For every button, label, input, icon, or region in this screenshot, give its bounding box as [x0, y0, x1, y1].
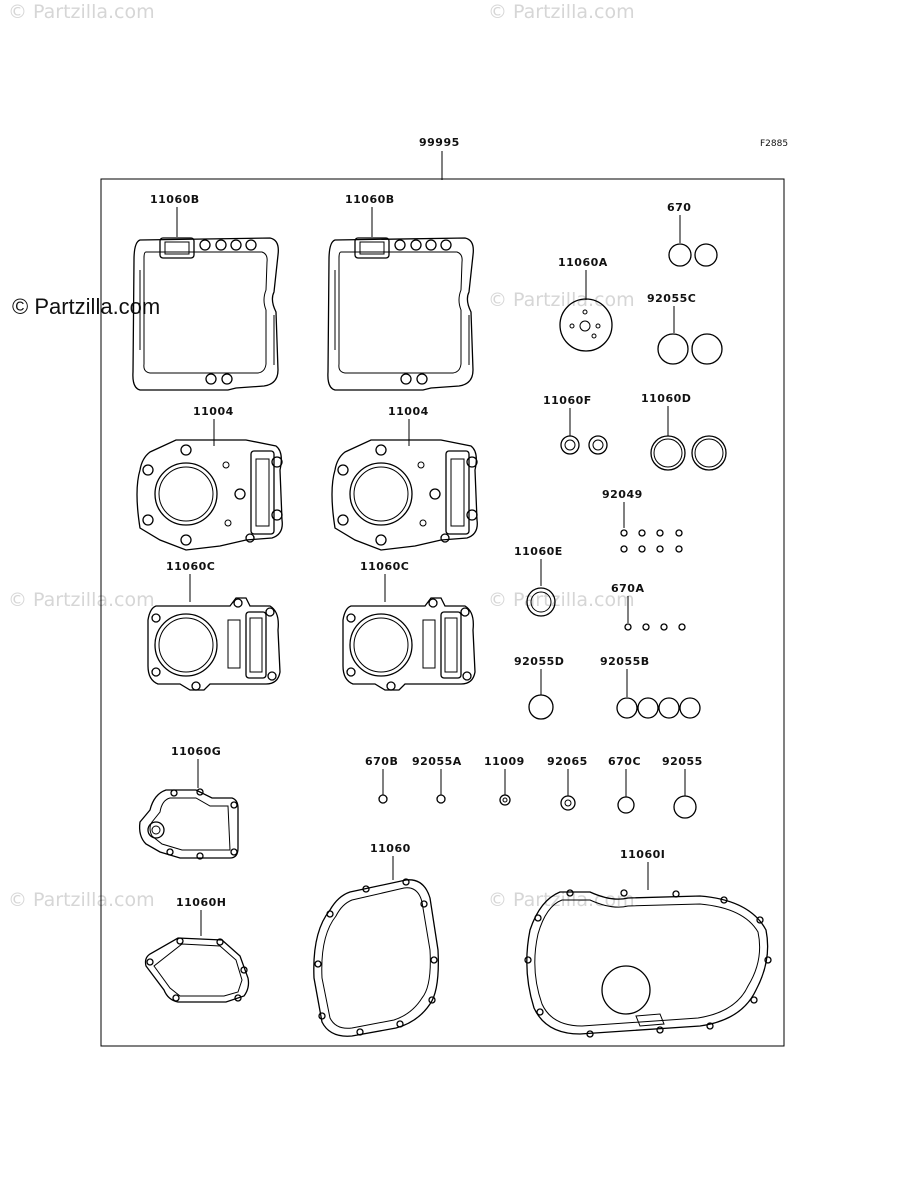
svg-text:11060F: 11060F — [543, 394, 592, 407]
part-11060b-right[interactable]: 11060B — [327, 193, 474, 391]
brand-mark: © Partzilla.com — [12, 294, 160, 319]
part-670c[interactable]: 670C — [608, 755, 641, 814]
watermarks: © Partzilla.com © Partzilla.com © Partzi… — [8, 1, 635, 911]
figure-code-label: F2885 — [760, 139, 788, 149]
svg-text:11060E: 11060E — [514, 545, 563, 558]
part-92055[interactable]: 92055 — [662, 755, 703, 819]
part-670a[interactable]: 670A — [611, 582, 686, 631]
part-92065[interactable]: 92065 — [547, 755, 588, 811]
kit-border — [100, 178, 785, 1047]
svg-text:11060H: 11060H — [176, 896, 226, 909]
svg-text:92055D: 92055D — [514, 655, 564, 668]
svg-text:670A: 670A — [611, 582, 644, 595]
part-11060a[interactable]: 11060A — [558, 256, 613, 352]
part-11060g[interactable]: 11060G — [138, 745, 239, 860]
svg-text:11060D: 11060D — [641, 392, 691, 405]
part-92055d[interactable]: 92055D — [514, 655, 564, 720]
part-92055c[interactable]: 92055C — [647, 292, 723, 365]
svg-text:11060I: 11060I — [620, 848, 665, 861]
part-11060f[interactable]: 11060F — [543, 394, 608, 455]
part-11060b-left[interactable]: 11060B — [132, 193, 279, 391]
svg-text:11004: 11004 — [193, 405, 234, 418]
part-11060e[interactable]: 11060E — [514, 545, 563, 617]
kit-number-label: 99995 — [419, 136, 460, 149]
svg-text:11060: 11060 — [370, 842, 411, 855]
svg-text:670B: 670B — [365, 755, 398, 768]
svg-text:11060C: 11060C — [360, 560, 409, 573]
part-11009[interactable]: 11009 — [484, 755, 525, 806]
svg-text:11004: 11004 — [388, 405, 429, 418]
watermark: © Partzilla.com — [8, 589, 155, 611]
svg-text:11060A: 11060A — [558, 256, 608, 269]
watermark: © Partzilla.com — [488, 1, 635, 23]
svg-text:11060B: 11060B — [150, 193, 200, 206]
svg-text:92049: 92049 — [602, 488, 643, 501]
part-670[interactable]: 670 — [667, 201, 718, 267]
svg-text:92055: 92055 — [662, 755, 703, 768]
part-11060i[interactable]: 11060I — [524, 848, 772, 1038]
svg-text:670: 670 — [667, 201, 691, 214]
part-11004-right[interactable]: 11004 — [331, 405, 478, 551]
part-11060d[interactable]: 11060D — [641, 392, 727, 471]
part-11004-left[interactable]: 11004 — [136, 405, 283, 551]
svg-text:670C: 670C — [608, 755, 641, 768]
part-92049[interactable]: 92049 — [602, 488, 683, 553]
part-92055a[interactable]: 92055A — [412, 755, 462, 804]
part-11060h[interactable]: 11060H — [144, 896, 250, 1003]
part-11060c-right[interactable]: 11060C — [342, 560, 476, 691]
watermark: © Partzilla.com — [488, 289, 635, 311]
part-11060[interactable]: 11060 — [313, 842, 439, 1037]
part-92055b[interactable]: 92055B — [600, 655, 701, 719]
svg-text:11009: 11009 — [484, 755, 525, 768]
svg-text:92055C: 92055C — [647, 292, 696, 305]
part-670b[interactable]: 670B — [365, 755, 398, 804]
part-11060c-left[interactable]: 11060C — [147, 560, 281, 691]
watermark: © Partzilla.com — [8, 889, 155, 911]
svg-text:11060G: 11060G — [171, 745, 221, 758]
svg-text:92065: 92065 — [547, 755, 588, 768]
watermark: © Partzilla.com — [8, 1, 155, 23]
watermark: © Partzilla.com — [488, 589, 635, 611]
svg-text:11060C: 11060C — [166, 560, 215, 573]
svg-text:92055B: 92055B — [600, 655, 650, 668]
svg-text:92055A: 92055A — [412, 755, 462, 768]
svg-text:11060B: 11060B — [345, 193, 395, 206]
